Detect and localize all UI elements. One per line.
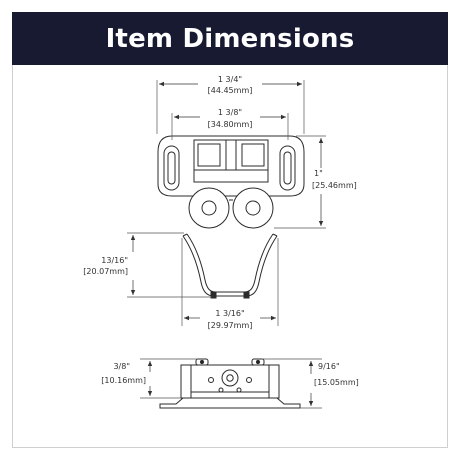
dim-clip-height-metric: [20.07mm]	[83, 267, 128, 276]
dimension-top-inner: 1 3/8" [34.80mm]	[171, 108, 289, 140]
dimension-side-left: 3/8" [10.16mm]	[101, 358, 198, 399]
dim-side-left-metric: [10.16mm]	[101, 376, 146, 385]
dim-clip-height-imperial: 13/16"	[101, 256, 128, 265]
dim-top-inner-imperial: 1 3/8"	[218, 108, 242, 117]
dim-side-right-metric: [15.05mm]	[314, 378, 359, 387]
dim-top-height-metric: [25.46mm]	[312, 181, 357, 190]
dim-side-left-imperial: 3/8"	[113, 362, 130, 371]
dim-side-right-imperial: 9/16"	[318, 362, 340, 371]
dimension-top-height: 1" [25.46mm]	[274, 135, 357, 229]
dim-top-overall-metric: [44.45mm]	[208, 86, 253, 95]
dimension-top-overall: 1 3/4" [44.45mm]	[156, 75, 305, 134]
dim-top-inner-metric: [34.80mm]	[208, 120, 253, 129]
dimension-clip-width: 1 3/16" [29.97mm]	[181, 238, 279, 330]
spring-clip-front-view	[182, 233, 278, 299]
dim-clip-width-metric: [29.97mm]	[208, 321, 253, 330]
roller-catch-side-view	[159, 358, 301, 409]
page-title: Item Dimensions	[105, 23, 355, 54]
dimension-clip-height: 13/16" [20.07mm]	[83, 232, 212, 298]
roller-catch-top-view	[157, 135, 305, 229]
dim-top-overall-imperial: 1 3/4"	[218, 75, 242, 84]
dim-clip-width-imperial: 1 3/16"	[215, 309, 244, 318]
title-banner: Item Dimensions	[12, 12, 448, 65]
dimension-side-right: 9/16" [15.05mm]	[262, 358, 359, 409]
dim-top-height-imperial: 1"	[314, 169, 323, 178]
